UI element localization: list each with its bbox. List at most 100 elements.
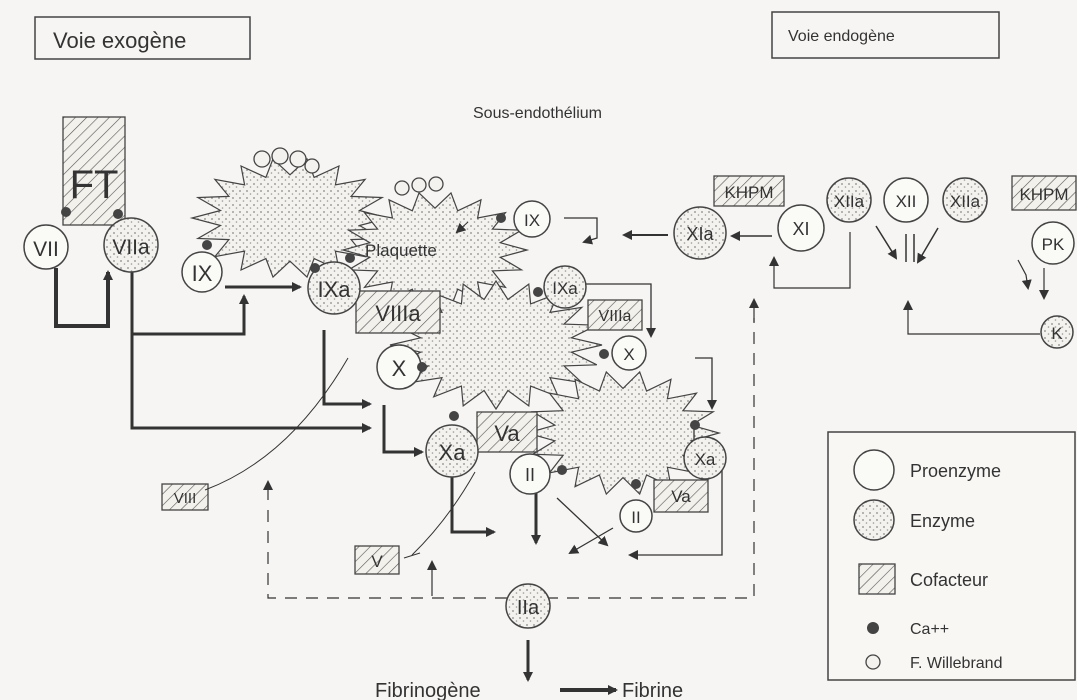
- KHPM-2-label: KHPM: [1019, 185, 1068, 204]
- IIa-label: IIa: [517, 597, 540, 619]
- factor-IX-left: IX: [181, 251, 223, 293]
- calcium-icon: [61, 207, 71, 217]
- XII-label: XII: [896, 192, 917, 211]
- cofactor-KHPM-2: KHPM: [1011, 175, 1077, 211]
- calcium-icon: [631, 479, 641, 489]
- factor-IXa-left: IXa: [307, 261, 361, 315]
- willebrand-icon: [271, 147, 289, 165]
- legend-cofactor-icon: [858, 563, 896, 595]
- factor-Xa-right: Xa: [683, 436, 727, 480]
- factor-X-right: X: [611, 335, 647, 371]
- factor-XIa: XIa: [673, 206, 727, 260]
- cofactor-Va-left: Va: [476, 411, 538, 453]
- legend-proenzyme-icon: [853, 449, 895, 491]
- cofactor-VIII: VIII: [161, 483, 209, 511]
- factor-IX-top: IX: [513, 200, 551, 238]
- calcium-icon: [310, 263, 320, 273]
- X-left-label: X: [392, 356, 407, 381]
- cofactor-Va-right: Va: [653, 479, 709, 513]
- legend-willebrand-icon: [865, 654, 881, 670]
- willebrand-icon: [428, 176, 444, 192]
- plaquette-label: Plaquette: [365, 241, 437, 260]
- arrows: [54, 217, 1049, 695]
- VIII-label: VIII: [174, 490, 197, 507]
- Va-left-label: Va: [494, 421, 520, 446]
- calcium-icon: [345, 253, 355, 263]
- feedback-loop: [267, 318, 755, 599]
- factor-XIIa-2: XIIa: [942, 177, 988, 223]
- K-label: K: [1051, 324, 1063, 343]
- VIIIa-left-label: VIIIa: [375, 301, 421, 326]
- IXa-left-label: IXa: [317, 277, 351, 302]
- cofactor-KHPM-1: KHPM: [713, 175, 785, 207]
- factor-XI: XI: [777, 204, 825, 252]
- factor-PK: PK: [1031, 221, 1075, 265]
- V-label: V: [371, 552, 383, 571]
- factor-IXa-mid: IXa: [543, 265, 587, 309]
- willebrand-icon: [304, 158, 320, 174]
- II-right-label: II: [631, 508, 640, 527]
- factor-XII: XII: [883, 177, 929, 223]
- fibrin-label: Fibrine: [622, 680, 683, 700]
- factor-X-left: X: [376, 344, 422, 390]
- cofactor-V: V: [354, 545, 400, 575]
- calcium-icon: [599, 349, 609, 359]
- header-exogenous: Voie exogène: [34, 16, 251, 60]
- calcium-icon: [557, 465, 567, 475]
- calcium-icon: [496, 213, 506, 223]
- calcium-icon: [113, 209, 123, 219]
- calcium-icon: [690, 420, 700, 430]
- cofactor-VIIIa-right: VIIIa: [587, 299, 643, 331]
- platelet-1: [189, 157, 391, 279]
- willebrand-icon: [411, 177, 427, 193]
- legend-enzyme-icon: [853, 499, 895, 541]
- subendothelium-label: Sous-endothélium: [473, 105, 602, 122]
- cofactor-VIIIa-left: VIIIa: [355, 290, 441, 334]
- calcium-dots: [61, 207, 700, 489]
- factor-Xa-left: Xa: [425, 424, 479, 478]
- FT-label: FT: [70, 163, 119, 207]
- factor-K: K: [1040, 315, 1074, 349]
- Va-right-label: Va: [671, 487, 691, 506]
- legend-enzyme: Enzyme: [910, 511, 975, 531]
- calcium-icon: [417, 362, 427, 372]
- legend-calcium: Ca++: [910, 621, 949, 638]
- IX-top-label: IX: [524, 211, 540, 230]
- VIIa-label: VIIa: [112, 236, 150, 259]
- XI-label: XI: [792, 219, 809, 239]
- factor-II-mid: II: [509, 453, 551, 495]
- factor-VIIa: VIIa: [103, 217, 159, 273]
- willebrand-icon: [289, 150, 307, 168]
- willebrand-group-2: [394, 176, 444, 196]
- Xa-right-label: Xa: [695, 450, 716, 469]
- factor-II-right: II: [619, 499, 653, 533]
- factor-XIIa-1: XIIa: [826, 177, 872, 223]
- calcium-icon: [533, 287, 543, 297]
- calcium-icon: [202, 240, 212, 250]
- VII-label: VII: [33, 238, 59, 261]
- legend-calcium-icon: [867, 622, 879, 634]
- Xa-left-label: Xa: [439, 440, 467, 465]
- KHPM-1-label: KHPM: [724, 183, 773, 202]
- willebrand-icon: [253, 150, 271, 168]
- cofactor-FT: FT: [62, 116, 126, 226]
- factor-IIa: IIa: [505, 583, 551, 629]
- VIIIa-right-label: VIIIa: [599, 308, 632, 325]
- PK-label: PK: [1042, 235, 1065, 254]
- fibrinogen-label: Fibrinogène: [375, 680, 481, 700]
- willebrand-icon: [394, 180, 410, 196]
- header-endogenous: Voie endogène: [771, 11, 1000, 59]
- IX-left-label: IX: [192, 261, 213, 286]
- legend-willebrand: F. Willebrand: [910, 655, 1002, 672]
- willebrand-group-1: [253, 147, 320, 174]
- platelet-3: [389, 279, 603, 411]
- legend-proenzyme: Proenzyme: [910, 461, 1001, 481]
- legend: Proenzyme Enzyme Cofacteur Ca++ F. Wille…: [827, 431, 1076, 681]
- legend-cofactor: Cofacteur: [910, 570, 988, 590]
- IXa-mid-label: IXa: [552, 279, 578, 298]
- header-endogenous-label: Voie endogène: [788, 28, 895, 45]
- header-exogenous-label: Voie exogène: [53, 28, 186, 53]
- II-mid-label: II: [525, 465, 535, 485]
- XIIa-1-label: XIIa: [834, 192, 865, 211]
